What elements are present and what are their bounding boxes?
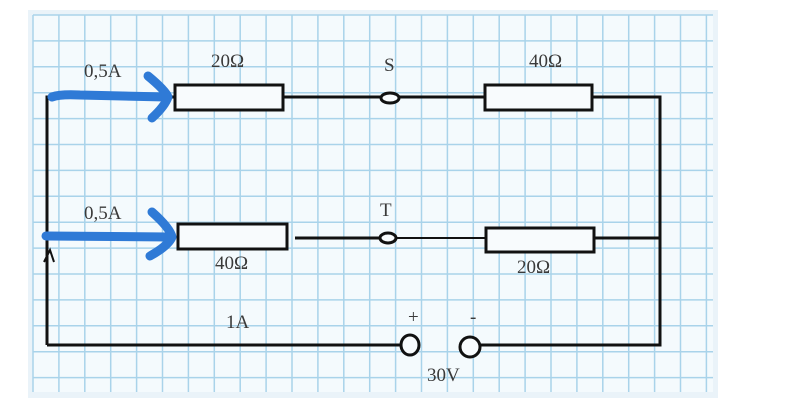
switch-t-label: T	[380, 200, 392, 221]
switch-s-contact[interactable]	[379, 91, 401, 105]
resistor-mid-right	[484, 226, 596, 254]
switch-t-contact[interactable]	[378, 231, 398, 245]
blue-arrowhead-top-icon	[143, 71, 173, 123]
voltage-label: 30V	[427, 365, 460, 386]
current-arrow-tip-icon	[43, 247, 55, 263]
top-left-resistor-label: 20Ω	[211, 51, 244, 72]
mid-current-label: 0,5A	[84, 203, 122, 224]
blue-arrow-mid-icon	[41, 231, 175, 242]
mid-right-resistor-label: 20Ω	[517, 257, 550, 278]
minus-label: -	[470, 307, 476, 328]
total-current-label: 1A	[226, 312, 250, 333]
grid-paper	[33, 15, 713, 392]
top-current-label: 0,5A	[84, 61, 122, 82]
mid-left-resistor-label: 40Ω	[215, 253, 248, 274]
resistor-top-left	[173, 83, 285, 112]
right-wire	[480, 95, 662, 347]
plus-label: +	[408, 307, 419, 328]
blue-arrowhead-mid-icon	[145, 207, 177, 261]
top-right-resistor-label: 40Ω	[529, 51, 562, 72]
resistor-mid-left	[176, 222, 289, 251]
resistor-top-right	[483, 83, 594, 112]
switch-s-label: S	[384, 55, 395, 76]
negative-terminal	[458, 335, 482, 359]
grid-lines	[32, 14, 713, 392]
positive-terminal	[399, 333, 421, 357]
blue-arrow-top-icon	[47, 90, 171, 102]
